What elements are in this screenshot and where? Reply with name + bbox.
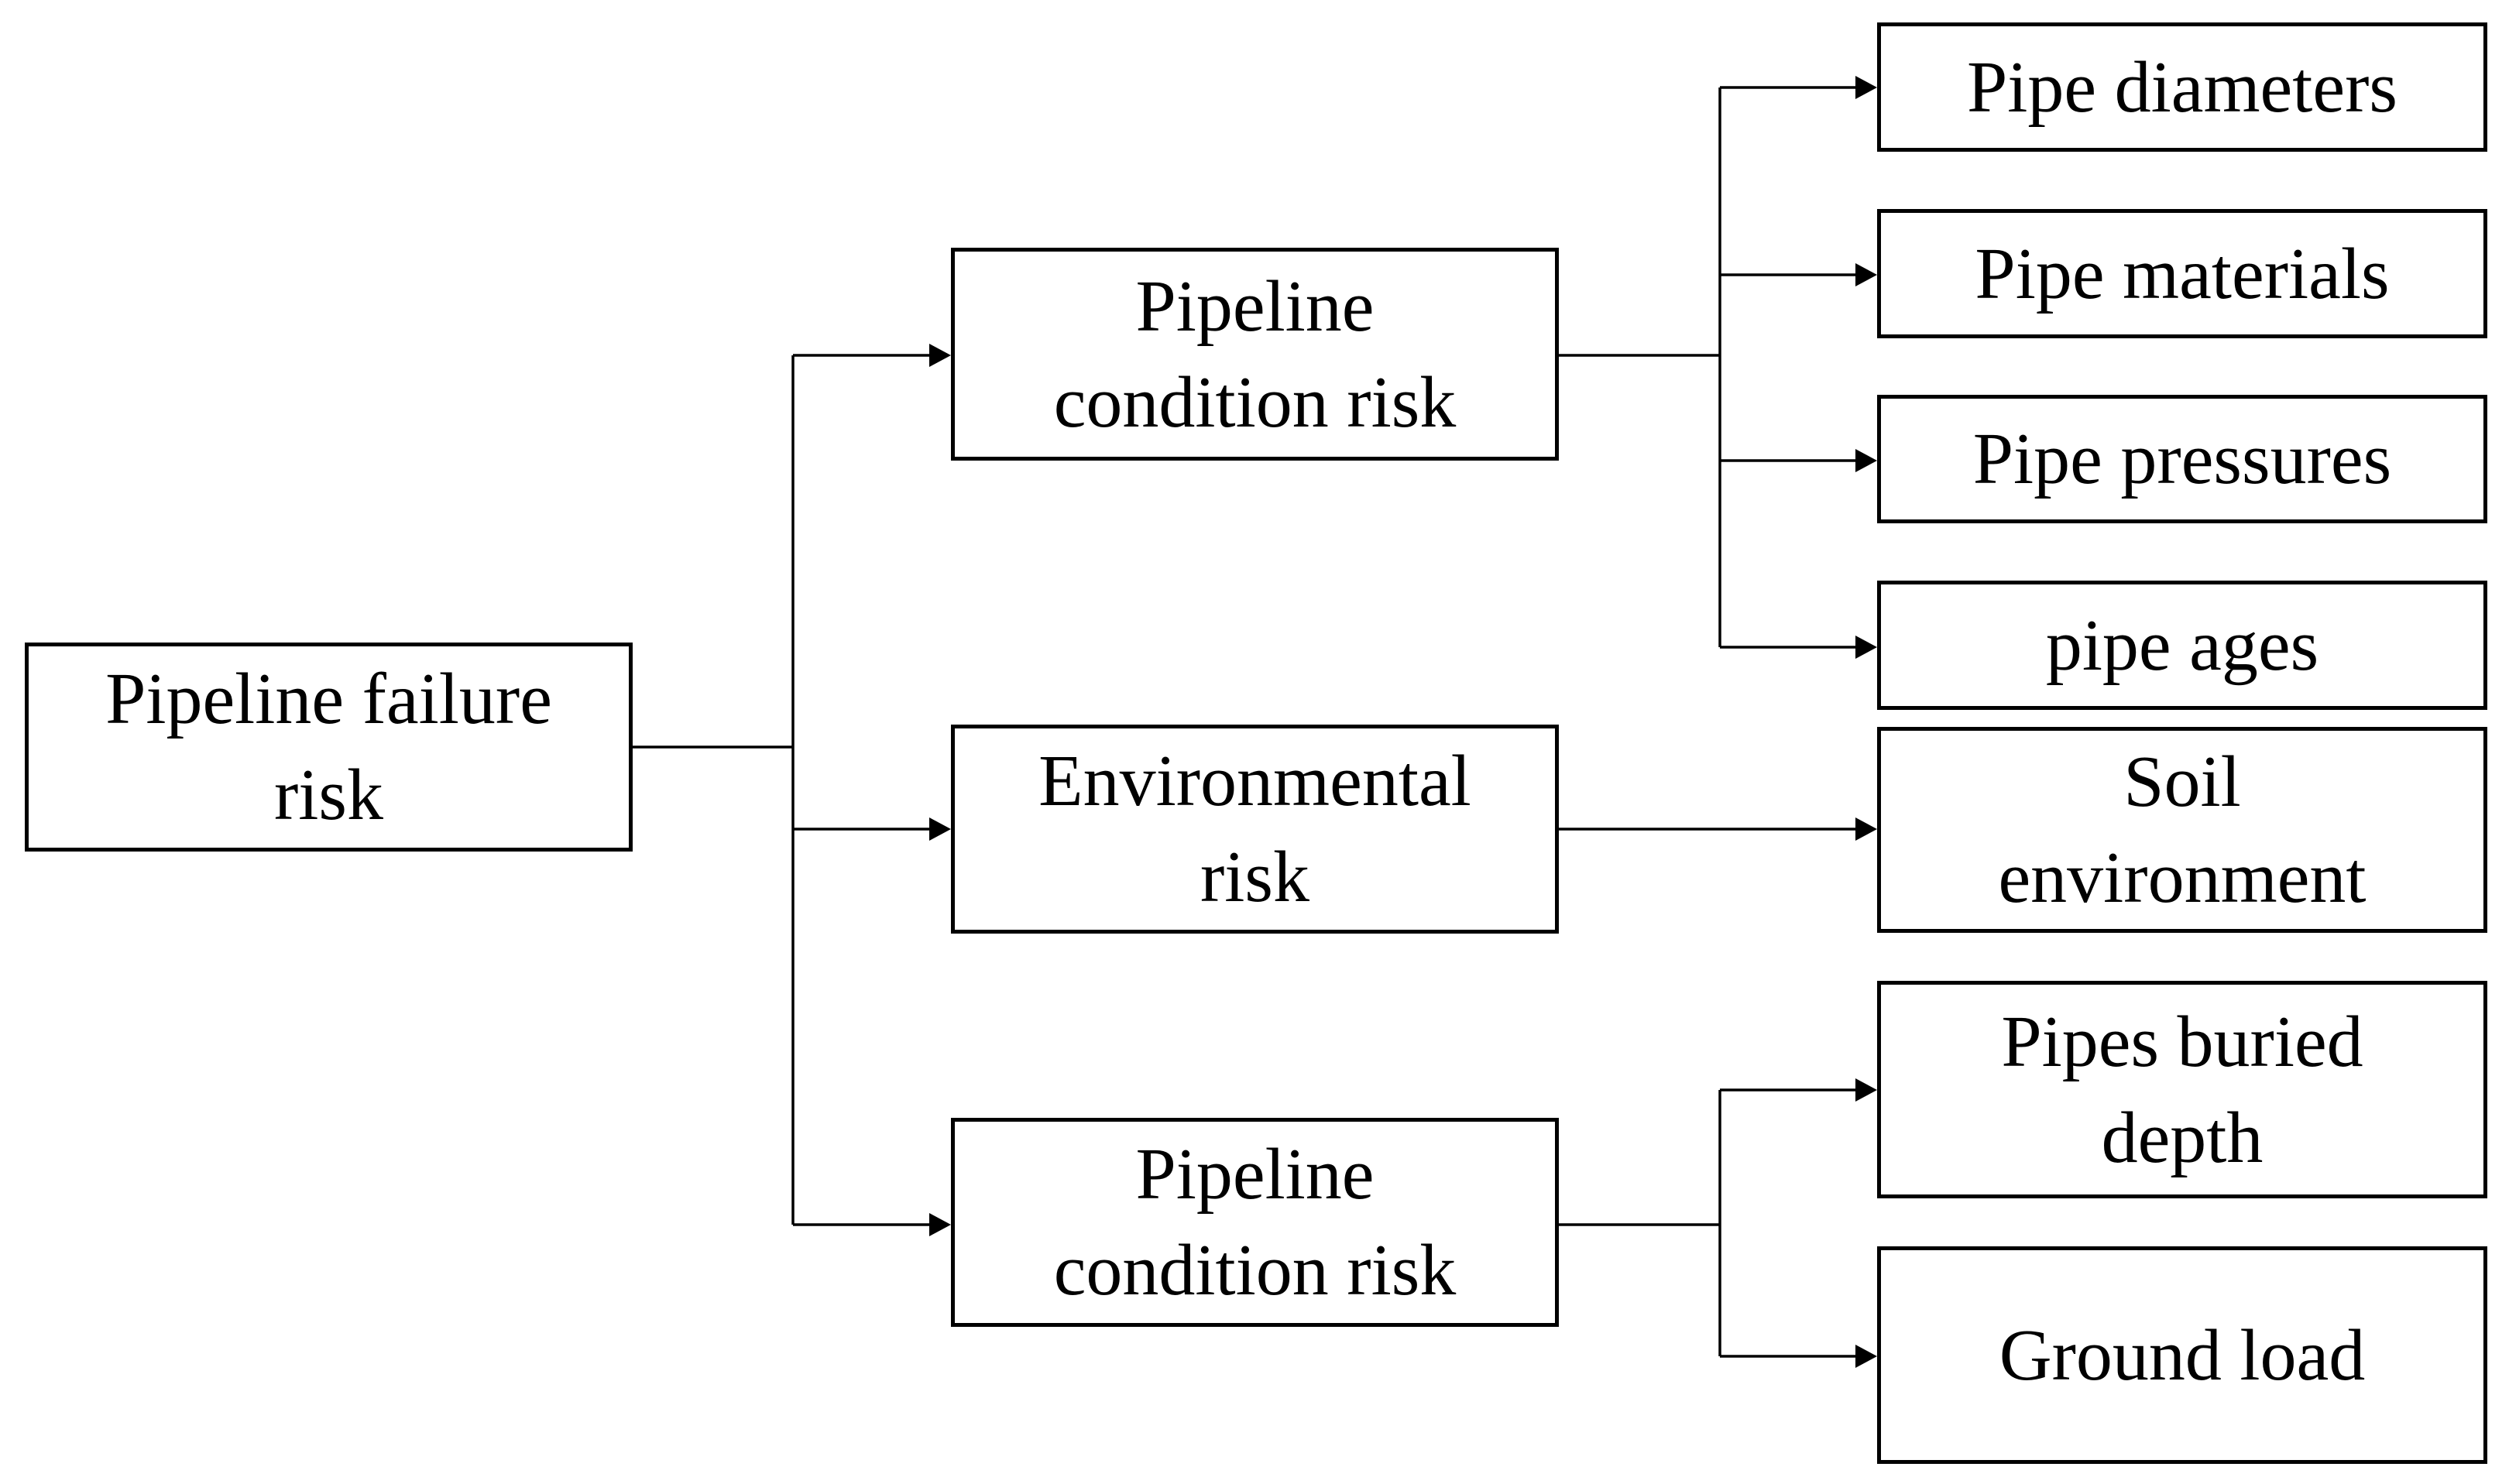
node-ground-load: Ground load — [1877, 1246, 2487, 1464]
node-environmental-risk-line-2: risk — [1200, 837, 1309, 917]
node-environmental-risk: Environmental risk — [951, 725, 1559, 934]
node-pipeline-condition-risk-1-line-2: condition risk — [1053, 362, 1457, 443]
node-pipes-buried-depth-line-2: depth — [2101, 1097, 2264, 1178]
arrowhead-pipes-buried-depth — [1855, 1078, 1877, 1102]
node-pipes-buried-depth: Pipes buried depth — [1877, 981, 2487, 1198]
node-soil-environment-line-2: environment — [1998, 838, 2367, 918]
node-pipeline-condition-risk-2-line-1: Pipeline — [1135, 1134, 1375, 1215]
arrowhead-pipeline-condition-risk-2 — [929, 1213, 951, 1236]
node-pipe-ages-label: pipe ages — [2045, 605, 2319, 686]
node-pipe-diameters: Pipe diameters — [1877, 22, 2487, 152]
arrowhead-pipe-pressures — [1855, 449, 1877, 472]
node-pipeline-condition-risk-1-line-1: Pipeline — [1135, 266, 1375, 347]
node-pipe-pressures-label: Pipe pressures — [1972, 419, 2392, 499]
node-ground-load-label: Ground load — [1999, 1314, 2366, 1396]
node-pipeline-condition-risk-2-line-2: condition risk — [1053, 1230, 1457, 1311]
node-soil-environment-line-1: Soil — [2123, 742, 2241, 822]
node-pipe-materials-label: Pipe materials — [1975, 233, 2390, 314]
node-pipe-diameters-label: Pipe diameters — [1966, 46, 2397, 128]
arrowhead-environmental-risk — [929, 817, 951, 841]
node-soil-environment: Soil environment — [1877, 727, 2487, 933]
node-pipe-materials: Pipe materials — [1877, 209, 2487, 338]
node-pipeline-failure-risk-line-2: risk — [274, 755, 383, 835]
arrowhead-soil-environment — [1855, 817, 1877, 841]
arrowhead-pipe-materials — [1855, 263, 1877, 286]
arrowhead-ground-load — [1855, 1345, 1877, 1368]
node-pipe-ages: pipe ages — [1877, 581, 2487, 710]
node-pipes-buried-depth-line-1: Pipes buried — [2001, 1001, 2363, 1082]
node-pipe-pressures: Pipe pressures — [1877, 395, 2487, 523]
node-pipeline-failure-risk-line-1: Pipeline failure — [105, 659, 552, 739]
node-pipeline-condition-risk-1: Pipeline condition risk — [951, 248, 1559, 461]
node-environmental-risk-line-1: Environmental — [1038, 741, 1471, 821]
arrowhead-pipeline-condition-risk-1 — [929, 344, 951, 367]
arrowhead-pipe-diameters — [1855, 76, 1877, 99]
node-pipeline-failure-risk: Pipeline failure risk — [25, 643, 633, 852]
arrowhead-pipe-ages — [1855, 636, 1877, 659]
node-pipeline-condition-risk-2: Pipeline condition risk — [951, 1118, 1559, 1327]
